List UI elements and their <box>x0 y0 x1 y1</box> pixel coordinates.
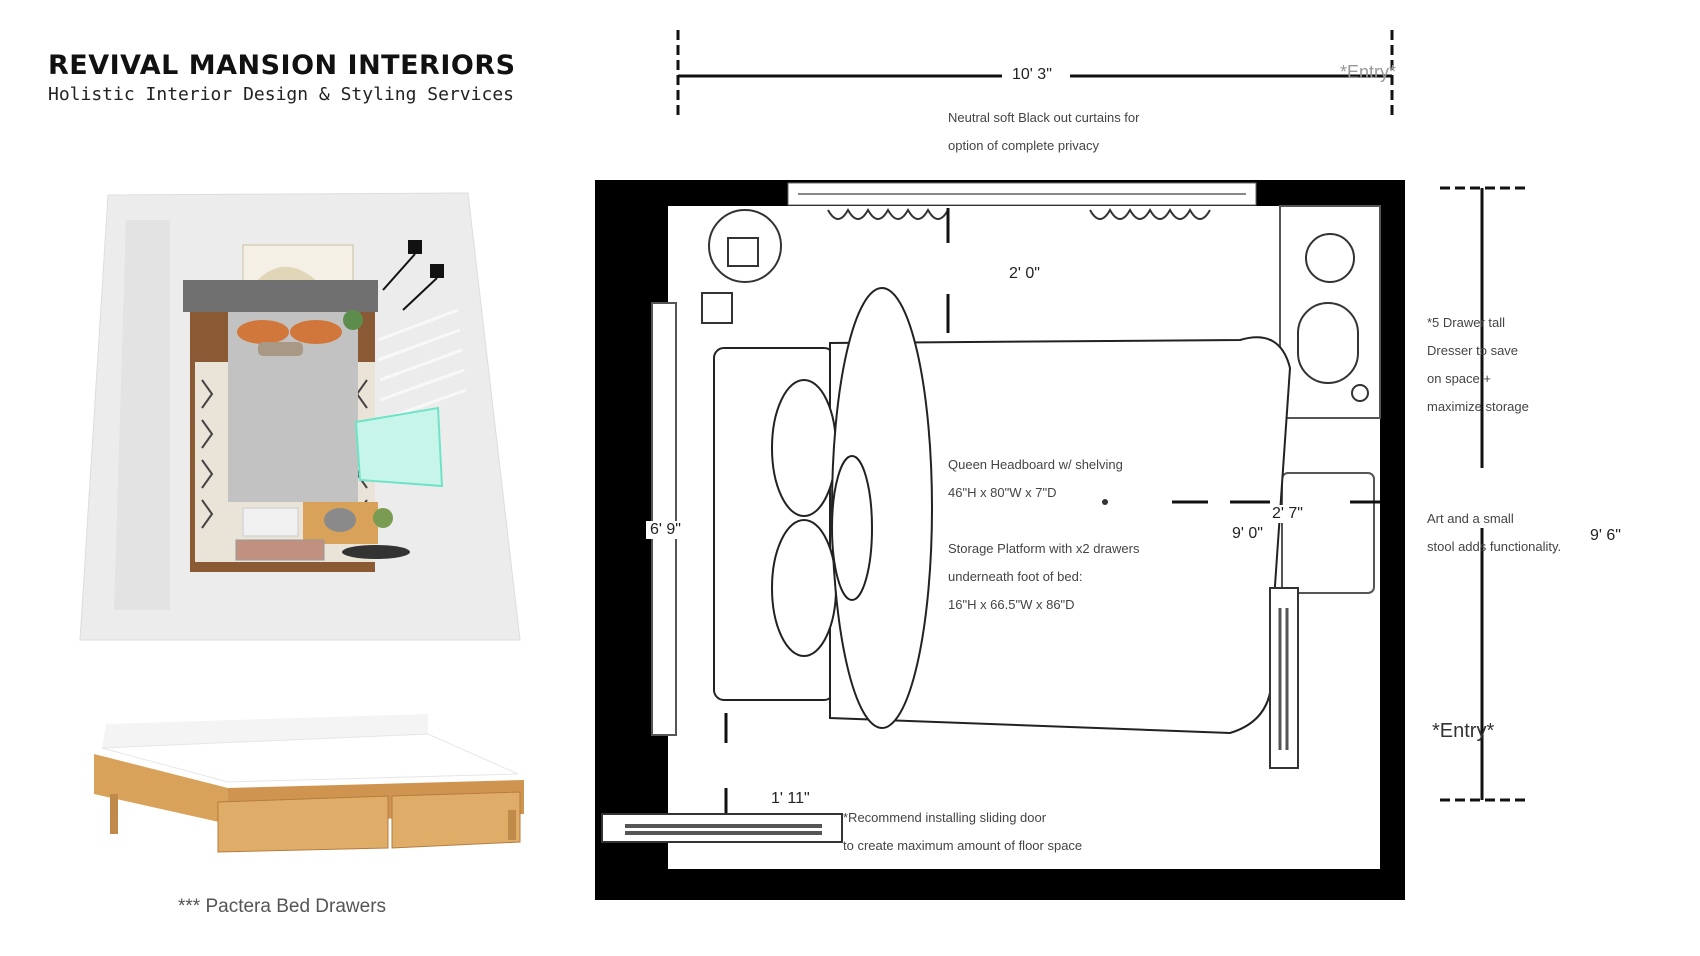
note-stool-line-2: stool adds functionality. <box>1427 539 1562 554</box>
headboard <box>183 280 378 312</box>
dim-bed-length-left: 6' 9" <box>646 521 685 539</box>
note-dresser-line-2: Dresser to save <box>1427 343 1519 358</box>
note-headboard-line-2: 46"H x 80"W x 7"D <box>948 485 1057 500</box>
note-dresser-line-4: maximize storage <box>1427 399 1529 414</box>
floor-plan <box>595 30 1525 900</box>
dimension-right <box>1440 186 1525 802</box>
note-curtains-line-2: option of complete privacy <box>948 138 1100 153</box>
room-3d-render <box>79 192 521 641</box>
note-sliding-door-line-2: to create maximum amount of floor space <box>843 838 1083 853</box>
note-curtains: Neutral soft Black out curtains for opti… <box>948 104 1139 160</box>
dim-width-top: 10' 3" <box>1008 66 1056 84</box>
note-dresser: *5 Drawer tall Dresser to save on space … <box>1427 309 1529 421</box>
pillow-1 <box>771 379 837 517</box>
curtain-left <box>827 207 949 220</box>
dim-window-to-bed: 2' 0" <box>1005 265 1044 283</box>
bed-drawer-left <box>217 795 389 853</box>
note-sliding-door-line-1: *Recommend installing sliding door <box>843 810 1047 825</box>
note-curtains-line-1: Neutral soft Black out curtains for <box>948 110 1140 125</box>
dim-bed-length-center: 9' 0" <box>1228 525 1267 543</box>
note-dresser-line-1: *5 Drawer tall <box>1427 315 1506 330</box>
curtain-right <box>1089 207 1211 220</box>
note-headboard-line-1: Queen Headboard w/ shelving <box>948 457 1123 472</box>
note-platform-line-3: 16"H x 66.5"W x 86"D <box>948 597 1075 612</box>
brand-subtitle: Holistic Interior Design & Styling Servi… <box>48 84 514 105</box>
chair-outline <box>354 406 444 488</box>
note-headboard: Queen Headboard w/ shelving 46"H x 80"W … <box>948 451 1123 507</box>
storage-bed-photo <box>94 714 524 853</box>
note-platform-line-2: underneath foot of bed: <box>948 569 1083 584</box>
dim-height-right: 9' 6" <box>1586 527 1625 545</box>
note-dresser-line-3: on space + <box>1427 371 1491 386</box>
dim-bed-side: 2' 7" <box>1268 505 1307 523</box>
entry-label-top: *Entry* <box>1340 62 1397 82</box>
note-stool-line-1: Art and a small <box>1427 511 1514 526</box>
nightstand <box>701 292 733 324</box>
stool <box>1281 472 1375 594</box>
pillow-2 <box>771 519 837 657</box>
headboard-shelf <box>651 302 677 736</box>
sconce-left <box>408 240 422 254</box>
sconce-right <box>430 264 444 278</box>
note-sliding-door: *Recommend installing sliding door to cr… <box>843 804 1082 860</box>
dimension-top <box>676 30 1394 120</box>
plant-stand <box>708 209 782 283</box>
entry-label-right: *Entry* <box>1432 720 1495 742</box>
note-platform-line-1: Storage Platform with x2 drawers <box>948 541 1140 556</box>
bed-drawer-right <box>391 791 521 849</box>
product-caption: *** Pactera Bed Drawers <box>178 896 387 917</box>
entry-door-right <box>1269 587 1299 769</box>
note-platform: Storage Platform with x2 drawers underne… <box>948 535 1139 619</box>
dim-bottom-gap: 1' 11" <box>767 790 814 808</box>
note-stool: Art and a small stool adds functionality… <box>1427 505 1561 561</box>
brand-title: REVIVAL MANSION INTERIORS <box>48 50 516 81</box>
